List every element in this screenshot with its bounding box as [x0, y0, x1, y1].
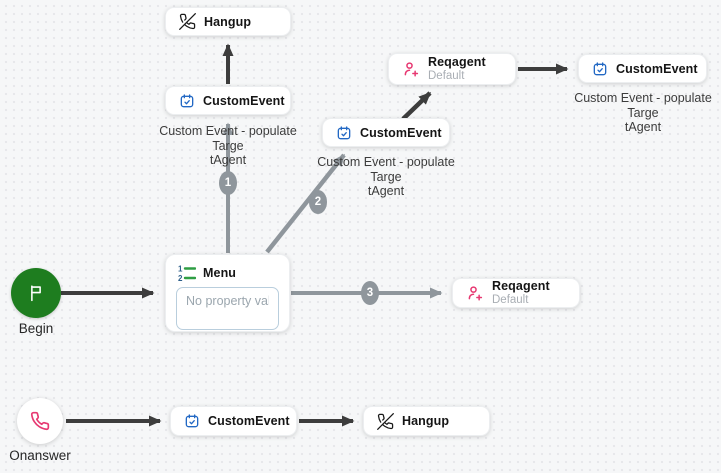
node-caption: Custom Event - populate Targe tAgent	[159, 124, 297, 167]
node-title: Reqagent	[492, 279, 550, 294]
node-customevent-right[interactable]: CustomEvent	[578, 54, 707, 83]
calendar-check-icon	[592, 61, 608, 77]
calendar-check-icon	[179, 93, 195, 109]
svg-text:1: 1	[178, 265, 183, 274]
onanswer-node[interactable]	[17, 398, 63, 444]
hangup-phone-icon	[377, 412, 394, 430]
numbered-list-icon: 1 2	[178, 264, 196, 282]
flag-icon	[25, 282, 47, 304]
svg-text:2: 2	[178, 274, 183, 282]
calendar-check-icon	[336, 125, 352, 141]
person-plus-icon	[402, 60, 420, 78]
node-title: CustomEvent	[360, 125, 442, 140]
node-subtitle: Default	[428, 69, 465, 82]
node-title: Hangup	[204, 14, 252, 29]
begin-label: Begin	[18, 321, 54, 336]
node-menu[interactable]: 1 2 Menu	[165, 254, 290, 332]
begin-node[interactable]	[11, 268, 61, 318]
node-customevent-left[interactable]: CustomEvent	[165, 86, 291, 115]
node-title: Hangup	[402, 414, 450, 428]
node-reqagent-top[interactable]: Reqagent Default	[388, 53, 516, 85]
node-customevent-mid[interactable]: CustomEvent	[322, 118, 450, 147]
node-title: CustomEvent	[616, 61, 698, 76]
node-title: Menu	[203, 266, 237, 280]
onanswer-label: Onanswer	[9, 448, 71, 463]
calendar-check-icon	[184, 413, 200, 429]
node-caption: Custom Event - populate Targe tAgent	[574, 91, 712, 134]
node-subtitle: Default	[492, 293, 529, 306]
node-title: CustomEvent	[203, 93, 285, 108]
node-caption: Custom Event - populate Targe tAgent	[317, 155, 455, 198]
menu-property-input[interactable]	[176, 287, 279, 330]
node-hangup-bottom[interactable]: Hangup	[363, 406, 490, 436]
hangup-phone-icon	[179, 13, 196, 30]
node-reqagent-right[interactable]: Reqagent Default	[452, 278, 580, 308]
edge-customevent-mid-to-reqagent[interactable]	[401, 91, 432, 121]
node-hangup-top[interactable]: Hangup	[165, 7, 291, 36]
branch-badge-1[interactable]: 1	[219, 171, 237, 195]
phone-icon	[30, 411, 50, 431]
node-title: Reqagent	[428, 55, 486, 70]
branch-badge-3[interactable]: 3	[361, 281, 379, 305]
branch-badge-2[interactable]: 2	[309, 190, 327, 214]
node-title: CustomEvent	[208, 414, 290, 428]
person-plus-icon	[466, 284, 484, 302]
edge-menu-branch2[interactable]	[265, 153, 346, 254]
node-customevent-bottom[interactable]: CustomEvent	[170, 406, 297, 436]
